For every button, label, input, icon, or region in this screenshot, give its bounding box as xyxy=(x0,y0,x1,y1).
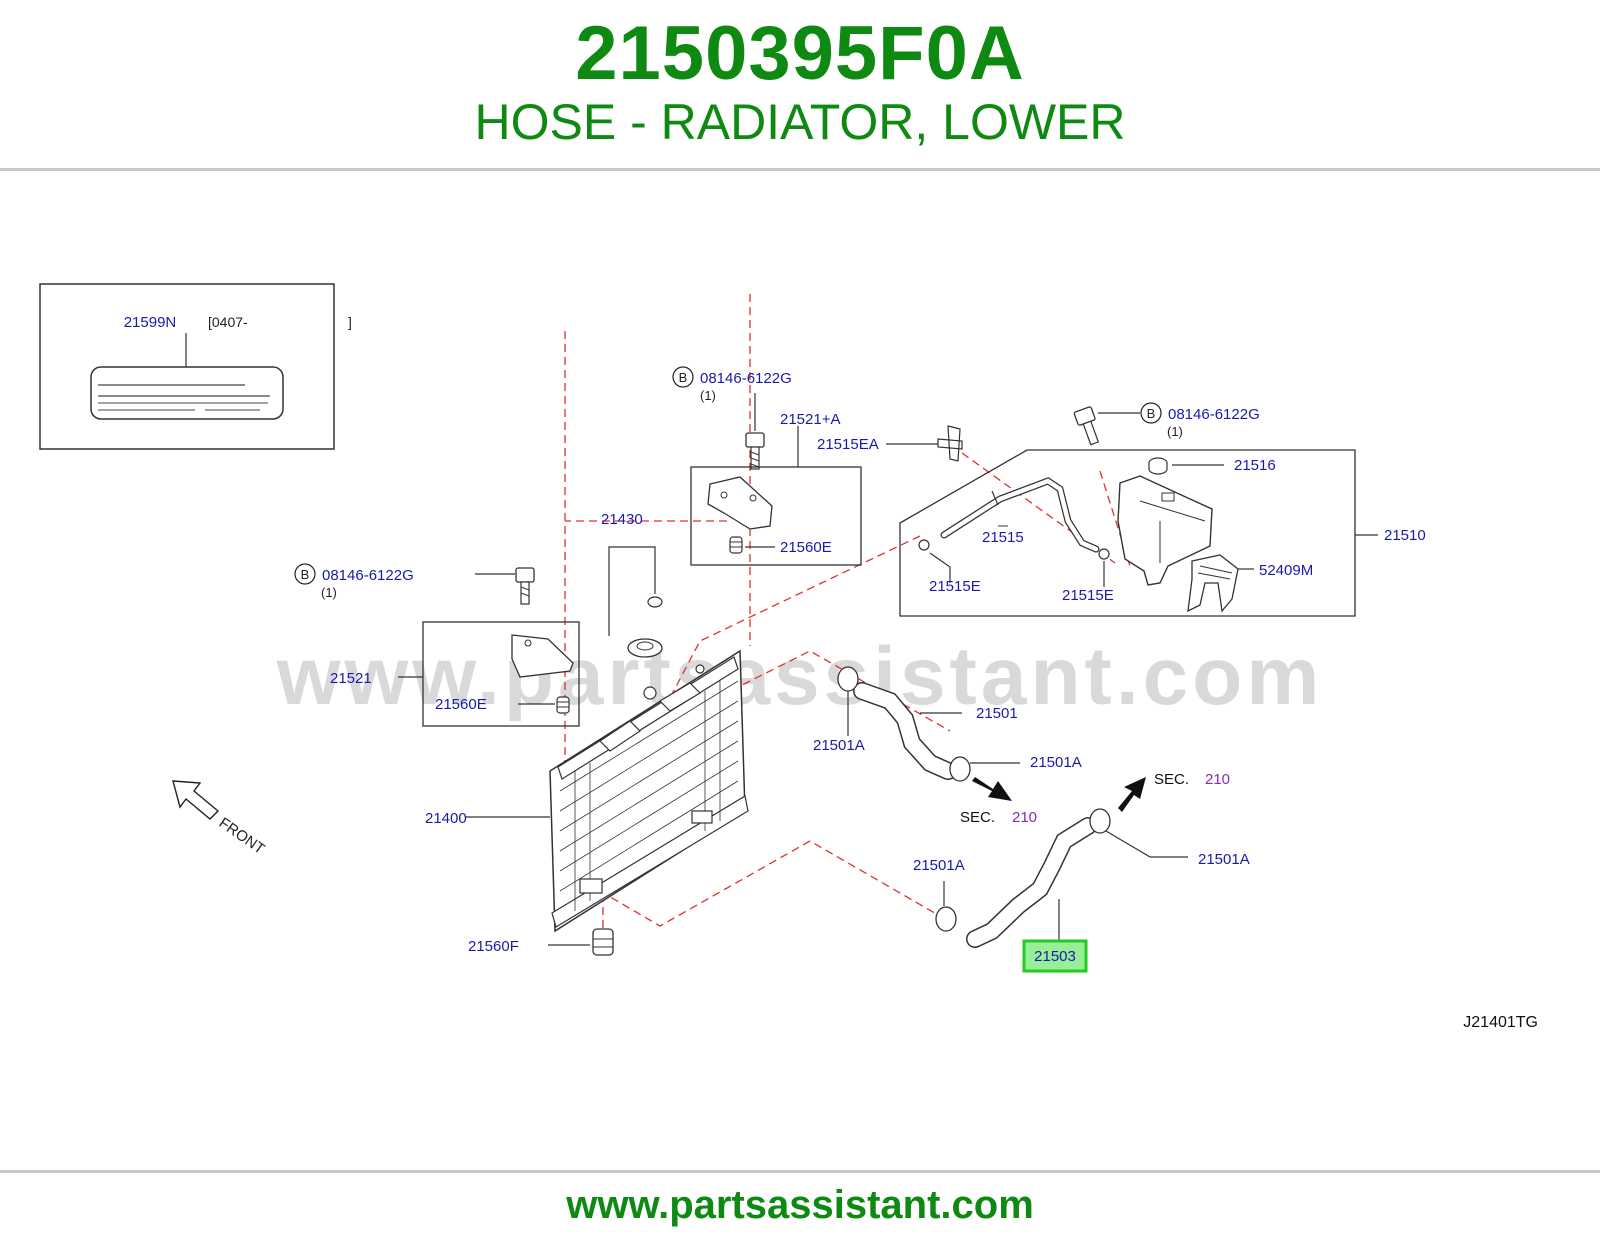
bolt-callout-top: B 08146-6122G (1) xyxy=(672,366,792,470)
part-label-21400: 21400 xyxy=(425,810,467,827)
footer-website-link[interactable]: www.partsassistant.com xyxy=(566,1183,1034,1227)
part-label-52409m: 52409M xyxy=(1259,562,1313,579)
part-label-21515e-left: 21515E xyxy=(929,578,981,595)
hose-clamp-icon xyxy=(935,906,957,932)
sec-number-lower: 210 xyxy=(1012,809,1037,826)
radiator-core-icon xyxy=(549,649,749,933)
grommet-icon xyxy=(556,696,570,714)
hose-clamp-icon xyxy=(837,666,859,692)
bracket-box-left: B 08146-6122G (1) 21521 21560E xyxy=(294,563,580,727)
direction-arrow-up-icon xyxy=(1118,777,1146,812)
part-label-21516: 21516 xyxy=(1234,457,1276,474)
qty-label-top: (1) xyxy=(700,388,716,403)
footer-divider xyxy=(0,1170,1600,1173)
part-name-subtitle: HOSE - RADIATOR, LOWER xyxy=(474,94,1126,150)
clamp-icon xyxy=(918,539,930,551)
radiator-cap-group: 21430 xyxy=(601,511,663,658)
part-label-21501a-4: 21501A xyxy=(1198,851,1250,868)
sec-label-upper: SEC. xyxy=(1154,771,1189,788)
qty-label-left: (1) xyxy=(321,585,337,600)
clamp-icon xyxy=(1098,548,1110,560)
reservoir-bracket-icon xyxy=(1187,554,1239,613)
inset-range-start: [0407- xyxy=(208,314,248,330)
part-label-08146-left: 08146-6122G xyxy=(322,567,414,584)
header-divider xyxy=(0,168,1600,171)
sec-label-lower: SEC. xyxy=(960,809,995,826)
front-arrow-icon xyxy=(172,780,220,820)
bracket-plate-icon xyxy=(707,476,773,530)
qty-label-right: (1) xyxy=(1167,424,1183,439)
part-label-08146-right: 08146-6122G xyxy=(1168,406,1260,423)
svg-text:B: B xyxy=(679,370,688,385)
part-label-21430: 21430 xyxy=(601,511,643,528)
sec-number-upper: 210 xyxy=(1205,771,1230,788)
inset-label-box: 21599N [0407- ] xyxy=(39,283,352,450)
part-label-21521a: 21521+A xyxy=(780,411,840,428)
part-label-21560f: 21560F xyxy=(468,938,519,955)
o-ring-icon xyxy=(647,596,663,608)
bolt-icon xyxy=(1073,406,1100,446)
caution-label-shape xyxy=(90,366,284,420)
hose-clamp-icon xyxy=(1089,808,1111,834)
part-label-21560e-upper: 21560E xyxy=(780,539,832,556)
part-label-21510: 21510 xyxy=(1384,527,1426,544)
upper-hose-icon xyxy=(837,666,971,782)
diagram-code: J21401TG xyxy=(1463,1014,1538,1031)
part-label-08146-top: 08146-6122G xyxy=(700,370,792,387)
part-label-21515e-right: 21515E xyxy=(1062,587,1114,604)
part-label-21515ea: 21515EA xyxy=(817,436,879,453)
part-label-21501: 21501 xyxy=(976,705,1018,722)
inset-part-label: 21599N xyxy=(124,314,177,331)
reservoir-tank-icon xyxy=(1117,475,1213,586)
bolt-icon xyxy=(515,567,535,605)
part-number-title: 2150395F0A xyxy=(575,11,1025,96)
part-label-21515: 21515 xyxy=(982,529,1024,546)
highlighted-part-box[interactable] xyxy=(1022,939,1088,973)
direction-arrow-down-icon xyxy=(972,777,1012,801)
grommet-icon xyxy=(729,536,743,554)
reservoir-group: 21510 B 08146-6122G (1) 21516 52409M xyxy=(899,402,1426,617)
page-header: 2150395F0A HOSE - RADIATOR, LOWER xyxy=(0,0,1600,168)
bracket-box-upper: 21521+A 21560E xyxy=(690,411,862,566)
lower-hose-icon xyxy=(935,808,1111,948)
svg-text:B: B xyxy=(301,567,310,582)
mount-bushing-icon xyxy=(592,928,614,956)
part-label-21521: 21521 xyxy=(330,670,372,687)
svg-text:B: B xyxy=(1147,406,1156,421)
watermark-text: www.partsassistant.com xyxy=(276,631,1324,722)
hose-clamp-icon xyxy=(949,756,971,782)
radiator-cap-icon xyxy=(627,638,663,658)
clip-icon-21515ea: 21515EA xyxy=(817,425,963,462)
parts-diagram: www.partsassistant.com 21599N [0407- ] B… xyxy=(0,171,1600,1171)
part-label-21501a-2: 21501A xyxy=(1030,754,1082,771)
part-label-21560e-left: 21560E xyxy=(435,696,487,713)
part-label-21501a-3: 21501A xyxy=(913,857,965,874)
inset-range-end: ] xyxy=(348,314,352,330)
part-label-21503[interactable]: 21503 xyxy=(1034,948,1076,965)
part-label-21501a-1: 21501A xyxy=(813,737,865,754)
reservoir-cap-icon xyxy=(1148,457,1168,475)
